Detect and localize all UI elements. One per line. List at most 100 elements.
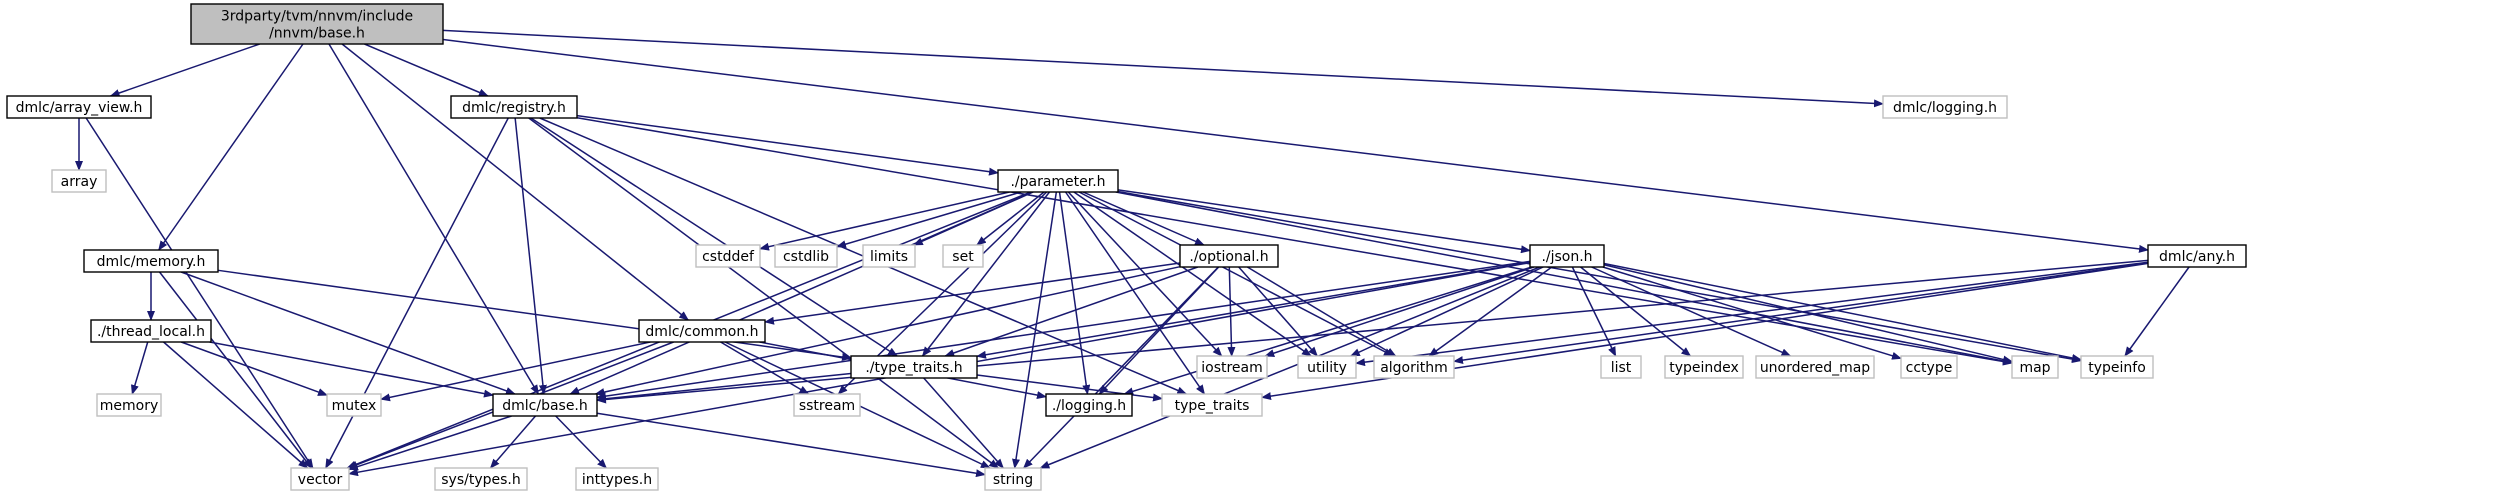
node-sys-types: sys/types.h [434,467,528,491]
edge-root-to-dmlc_base [328,43,540,395]
node-map: map [2011,355,2059,379]
node-label: unordered_map [1760,360,1870,376]
node-label: array [61,174,98,190]
node-label: sys/types.h [441,472,520,488]
edge-common-to-mutex [380,341,651,402]
node-set: set [942,244,984,268]
node-cstddef: cstddef [695,244,761,268]
edge-json-to-list [1571,266,1617,357]
node-common[interactable]: dmlc/common.h [638,319,766,343]
edge-any-to-algorithm [1453,262,2149,365]
node-box [1900,355,1958,379]
node-label: dmlc/registry.h [462,100,566,116]
edge-optional-to-dmlc_base [594,265,1181,396]
node-box [862,244,916,268]
edge-parameter-to-optional [1082,191,1205,246]
node-thread-local[interactable]: ./thread_local.h [90,319,212,343]
node-label: dmlc/any.h [2159,249,2235,265]
node-label: mutex [332,398,377,414]
edge-parameter-to-logging_rel [1058,191,1091,395]
edge-registry-to-string [528,117,1000,469]
node-label: dmlc/base.h [502,398,588,414]
edge-dmlc_base-to-string [596,412,986,478]
node-array-view[interactable]: dmlc/array_view.h [6,95,152,119]
edge-any-to-utility [1355,261,2149,367]
edge-memory_h-to-dmlc_base [180,271,516,395]
node-string: string [984,467,1042,491]
edge-parameter-to-utility [1073,191,1312,357]
edge-thread_local-to-memory_std [131,341,149,395]
node-label: list [1611,360,1632,376]
edge-type_traits_h-to-string [923,377,1004,469]
node-label: /nnvm/base.h [269,26,365,42]
edge-parameter-to-cstddef [759,191,1010,251]
node-box [83,249,219,273]
node-box [1529,244,1605,268]
edge-json-to-map [1603,264,2013,364]
edges [75,29,2190,478]
node-mutex: mutex [326,393,382,417]
edge-root-to-registry [364,43,489,97]
node-label: type_traits [1175,398,1250,414]
node-box [2080,355,2154,379]
node-inttypes: inttypes.h [575,467,659,491]
node-box [575,467,659,491]
edge-json-to-type_traits_h [976,261,1531,359]
node-label: typeindex [1669,360,1739,376]
node-box [997,169,1119,193]
node-optional[interactable]: ./optional.h [1179,244,1279,268]
edge-dmlc_base-to-vector [348,415,512,471]
edge-parameter-to-map [1115,191,2013,365]
node-box [1755,355,1875,379]
node-parameter[interactable]: ./parameter.h [997,169,1119,193]
edge-optional-to-string [1022,266,1219,469]
node-logging-ext: dmlc/logging.h [1882,95,2008,119]
node-label: set [952,249,974,265]
node-json[interactable]: ./json.h [1529,244,1605,268]
node-label: ./optional.h [1189,249,1268,265]
edge-parameter-to-json [1117,189,1531,254]
edge-dmlc_base-to-inttypes [555,415,607,469]
node-label: ./thread_local.h [97,324,205,340]
edge-type_traits_h-to-dmlc_base [596,372,852,403]
node-label: cstdlib [783,249,829,265]
node-typeindex: typeindex [1664,355,1744,379]
node-list: list [1600,355,1642,379]
node-label: vector [298,472,343,488]
edge-thread_local-to-mutex [180,341,328,396]
node-algorithm: algorithm [1373,355,1455,379]
node-label: ./parameter.h [1010,174,1105,190]
node-label: typeinfo [2088,360,2146,376]
nodes: 3rdparty/tvm/nnvm/include/nnvm/base.h dml… [6,3,2247,491]
node-label: inttypes.h [582,472,652,488]
node-dmlc-base[interactable]: dmlc/base.h [492,393,598,417]
edge-parameter-to-string [1012,191,1058,469]
edge-parameter-to-type_traits_std [1064,191,1206,395]
edge-json-to-typeinfo [1603,262,2082,362]
node-sstream: sstream [793,393,861,417]
node-box [450,95,578,119]
node-box [695,244,761,268]
node-limits: limits [862,244,916,268]
edge-json-to-dmlc_base [596,260,1531,401]
node-box [1045,393,1133,417]
node-box [638,319,766,343]
node-logging-rel[interactable]: ./logging.h [1045,393,1133,417]
node-type-traits-h[interactable]: ./type_traits.h [850,355,978,379]
node-label: memory [100,398,159,414]
edge-memory_h-to-vector [158,271,313,469]
node-label: cstddef [702,249,755,265]
node-any[interactable]: dmlc/any.h [2147,244,2247,268]
node-box [51,169,107,193]
node-box [96,393,162,417]
edge-memory_h-to-type_traits_h [217,269,852,361]
node-registry[interactable]: dmlc/registry.h [450,95,578,119]
node-box [1161,393,1263,417]
edge-registry-to-type_traits_h [530,117,898,357]
node-box [1373,355,1455,379]
node-iostream: iostream [1196,355,1268,379]
edge-array_view-to-vector [85,117,314,469]
node-memory-h[interactable]: dmlc/memory.h [83,249,219,273]
node-root[interactable]: 3rdparty/tvm/nnvm/include/nnvm/base.h [190,3,444,45]
